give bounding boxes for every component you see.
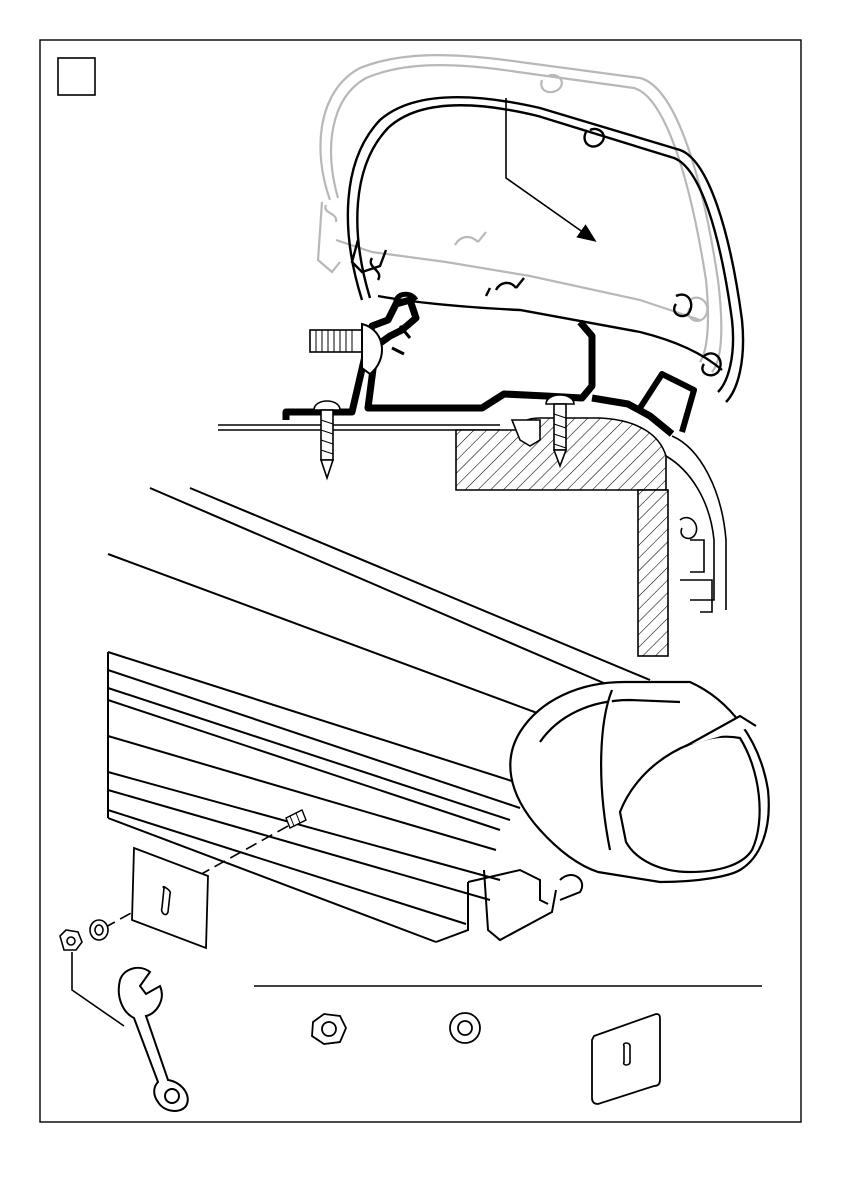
roof-wall-section [456, 418, 726, 656]
hex-nut-icon [312, 1014, 346, 1044]
clamp-bolt [310, 324, 382, 374]
mounting-plate-icon [592, 1014, 660, 1104]
end-cap [510, 682, 768, 882]
wall-adapter-rail [286, 294, 694, 434]
washer-icon [450, 1013, 480, 1043]
tool-leader-line [72, 952, 124, 1026]
step-number-box [58, 58, 95, 95]
open-ring-wrench [119, 968, 188, 1111]
page-frame [40, 40, 801, 1122]
washer-installed [90, 920, 108, 940]
awning-profile-mounted [348, 97, 743, 402]
nut-installed [60, 930, 82, 950]
mounting-plate-installed [132, 848, 208, 948]
